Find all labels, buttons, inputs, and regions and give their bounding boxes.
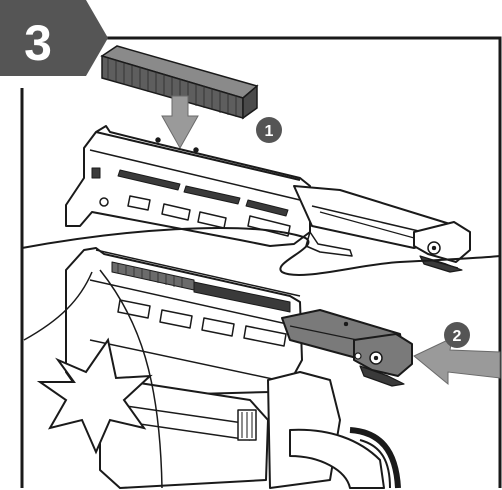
stapler-bottom-view [65,247,413,489]
down-arrow-icon [161,95,199,150]
panel-frame [20,36,502,488]
step-badge: 3 [0,0,108,76]
staple-strip [100,45,259,120]
callout-2: 2 [444,322,470,348]
callout-1: 1 [256,117,282,143]
stapler-top-view [65,125,471,273]
scene-divider [21,226,501,276]
zoom-lines [23,269,163,489]
step-number: 3 [24,15,52,71]
scene-load-strip: 1 [65,45,471,273]
click-burst-icon [36,337,153,455]
callout-1-label: 1 [265,123,274,140]
callout-2-label: 2 [453,328,462,345]
push-arrow-icon [413,337,501,386]
scene-close-magazine: 2 [23,247,501,489]
